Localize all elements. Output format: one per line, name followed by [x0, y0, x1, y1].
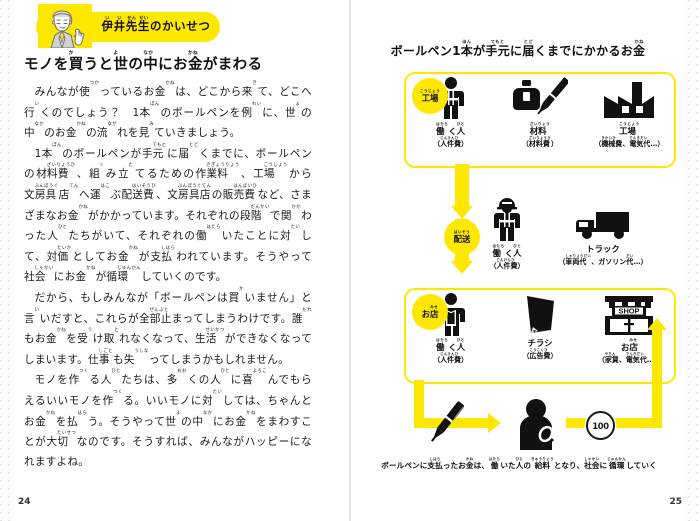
stage-pill-label: はいそう配送: [453, 229, 471, 244]
item-label: ざいりょう材料: [529, 122, 551, 137]
paragraph-3: だから、もしみんなが「ボールペンはか買いません」とい言いだすと、これらがぜんぶと…: [24, 286, 313, 366]
coin-100-icon: 100: [586, 411, 615, 440]
stage-pill-shop: おみせ店: [412, 294, 448, 330]
page-gutter: [349, 0, 351, 521]
stage-pill-label: こうじょう工場: [419, 88, 441, 103]
item-delivery-worker: はたら働くひと人 （じんけんひ人件費）: [470, 196, 544, 271]
shop-sign-text: SHOP: [619, 307, 640, 316]
delivery-worker-icon: [490, 196, 524, 242]
item-cost: （じんけんひ人件費）: [433, 352, 469, 365]
arrow-head-factory-delivery: [451, 206, 473, 219]
item-label: チラシ: [527, 338, 553, 348]
item-label: はたら働くひと人: [492, 244, 522, 259]
paragraph-4: モノをつく作るひと人たちは、おお多くのひと人によろこ喜んでもらえるいいモノをつく…: [24, 369, 313, 468]
stage-pill-label: おみせ店: [421, 304, 439, 319]
loop-shaft-bottom-left: [414, 418, 488, 428]
loop-shaft-right: [652, 330, 662, 422]
loop-arrow-head-to-person: [488, 413, 501, 433]
item-cost: （じんけんひ人件費）: [489, 258, 525, 271]
person-receiving-salary-icon: [510, 398, 564, 450]
loop-arrow-head-to-shop: [647, 318, 667, 330]
page-number-left: 24: [18, 497, 31, 507]
stage-pill-delivery: はいそう配送: [444, 219, 480, 255]
item-cost: （じんけんひ人件費）: [433, 136, 469, 149]
item-label: はたら働くひと人: [436, 338, 466, 353]
item-factory: こうじょう工場 （きかいひ機械費、でんきだい電気代…）: [585, 74, 673, 149]
item-cost: （こうこくひ広告費）: [522, 347, 558, 360]
ink-and-pen-icon: [512, 74, 568, 120]
stage-box-factory: はたら働くひと人 （じんけんひ人件費）: [404, 72, 676, 168]
truck-icon: [574, 196, 632, 242]
flyer-icon: [518, 290, 562, 336]
factory-icon: [602, 74, 656, 120]
item-truck: トラック （しゃりょうだい車両代、ガソリンだい代…）: [544, 196, 662, 266]
item-label: おみせ店: [620, 338, 638, 353]
badge-label-group: い伊い井せん先せい生のかいせつ: [96, 15, 216, 34]
item-label: トラック: [586, 244, 620, 254]
item-flyer: チラシ （こうこくひ広告費）: [496, 290, 584, 360]
coin-value: 100: [592, 420, 609, 431]
stage-row-delivery: はたら働くひと人 （じんけんひ人件費） トラック （しゃりょうだい車両代、ガソリ…: [470, 196, 670, 276]
item-label: こうじょう工場: [619, 122, 640, 137]
badge-label: い伊い井せん先せい生のかいせつ: [101, 15, 211, 33]
item-label: はたら働くひと人: [436, 122, 466, 137]
ballpoint-pen-icon: [418, 398, 474, 448]
diagram-caption: ボールペンにしはら支払ったおかね金は、はたら働いたひと人のきゅうりょう給料となり…: [381, 457, 657, 471]
shop-building-icon: SHOP: [602, 290, 656, 336]
item-cost: （しゃりょうだい車両代、ガソリンだい代…）: [558, 253, 648, 266]
factory-items: はたら働くひと人 （じんけんひ人件費）: [406, 74, 674, 166]
teacher-badge: い伊い井せん先せい生のかいせつ: [36, 4, 220, 48]
teacher-portrait-icon: [38, 4, 92, 48]
page-title: モノをか買うとよ世のなか中におかね金がまわる: [24, 51, 263, 73]
loop-shaft-left: [414, 380, 424, 428]
item-cost: （きかいひ機械費、でんきだい電気代…）: [594, 136, 665, 149]
page-number-right: 25: [669, 497, 682, 507]
item-cost: （ざいりょうひ材料費）: [521, 136, 559, 149]
left-page: [14, 0, 350, 521]
item-material: ざいりょう材料 （ざいりょうひ材料費）: [496, 74, 584, 149]
arrow-shaft-factory-delivery: [455, 164, 469, 208]
arrow-head-delivery-shop: [451, 261, 473, 274]
stage-pill-factory: こうじょう工場: [412, 78, 448, 114]
